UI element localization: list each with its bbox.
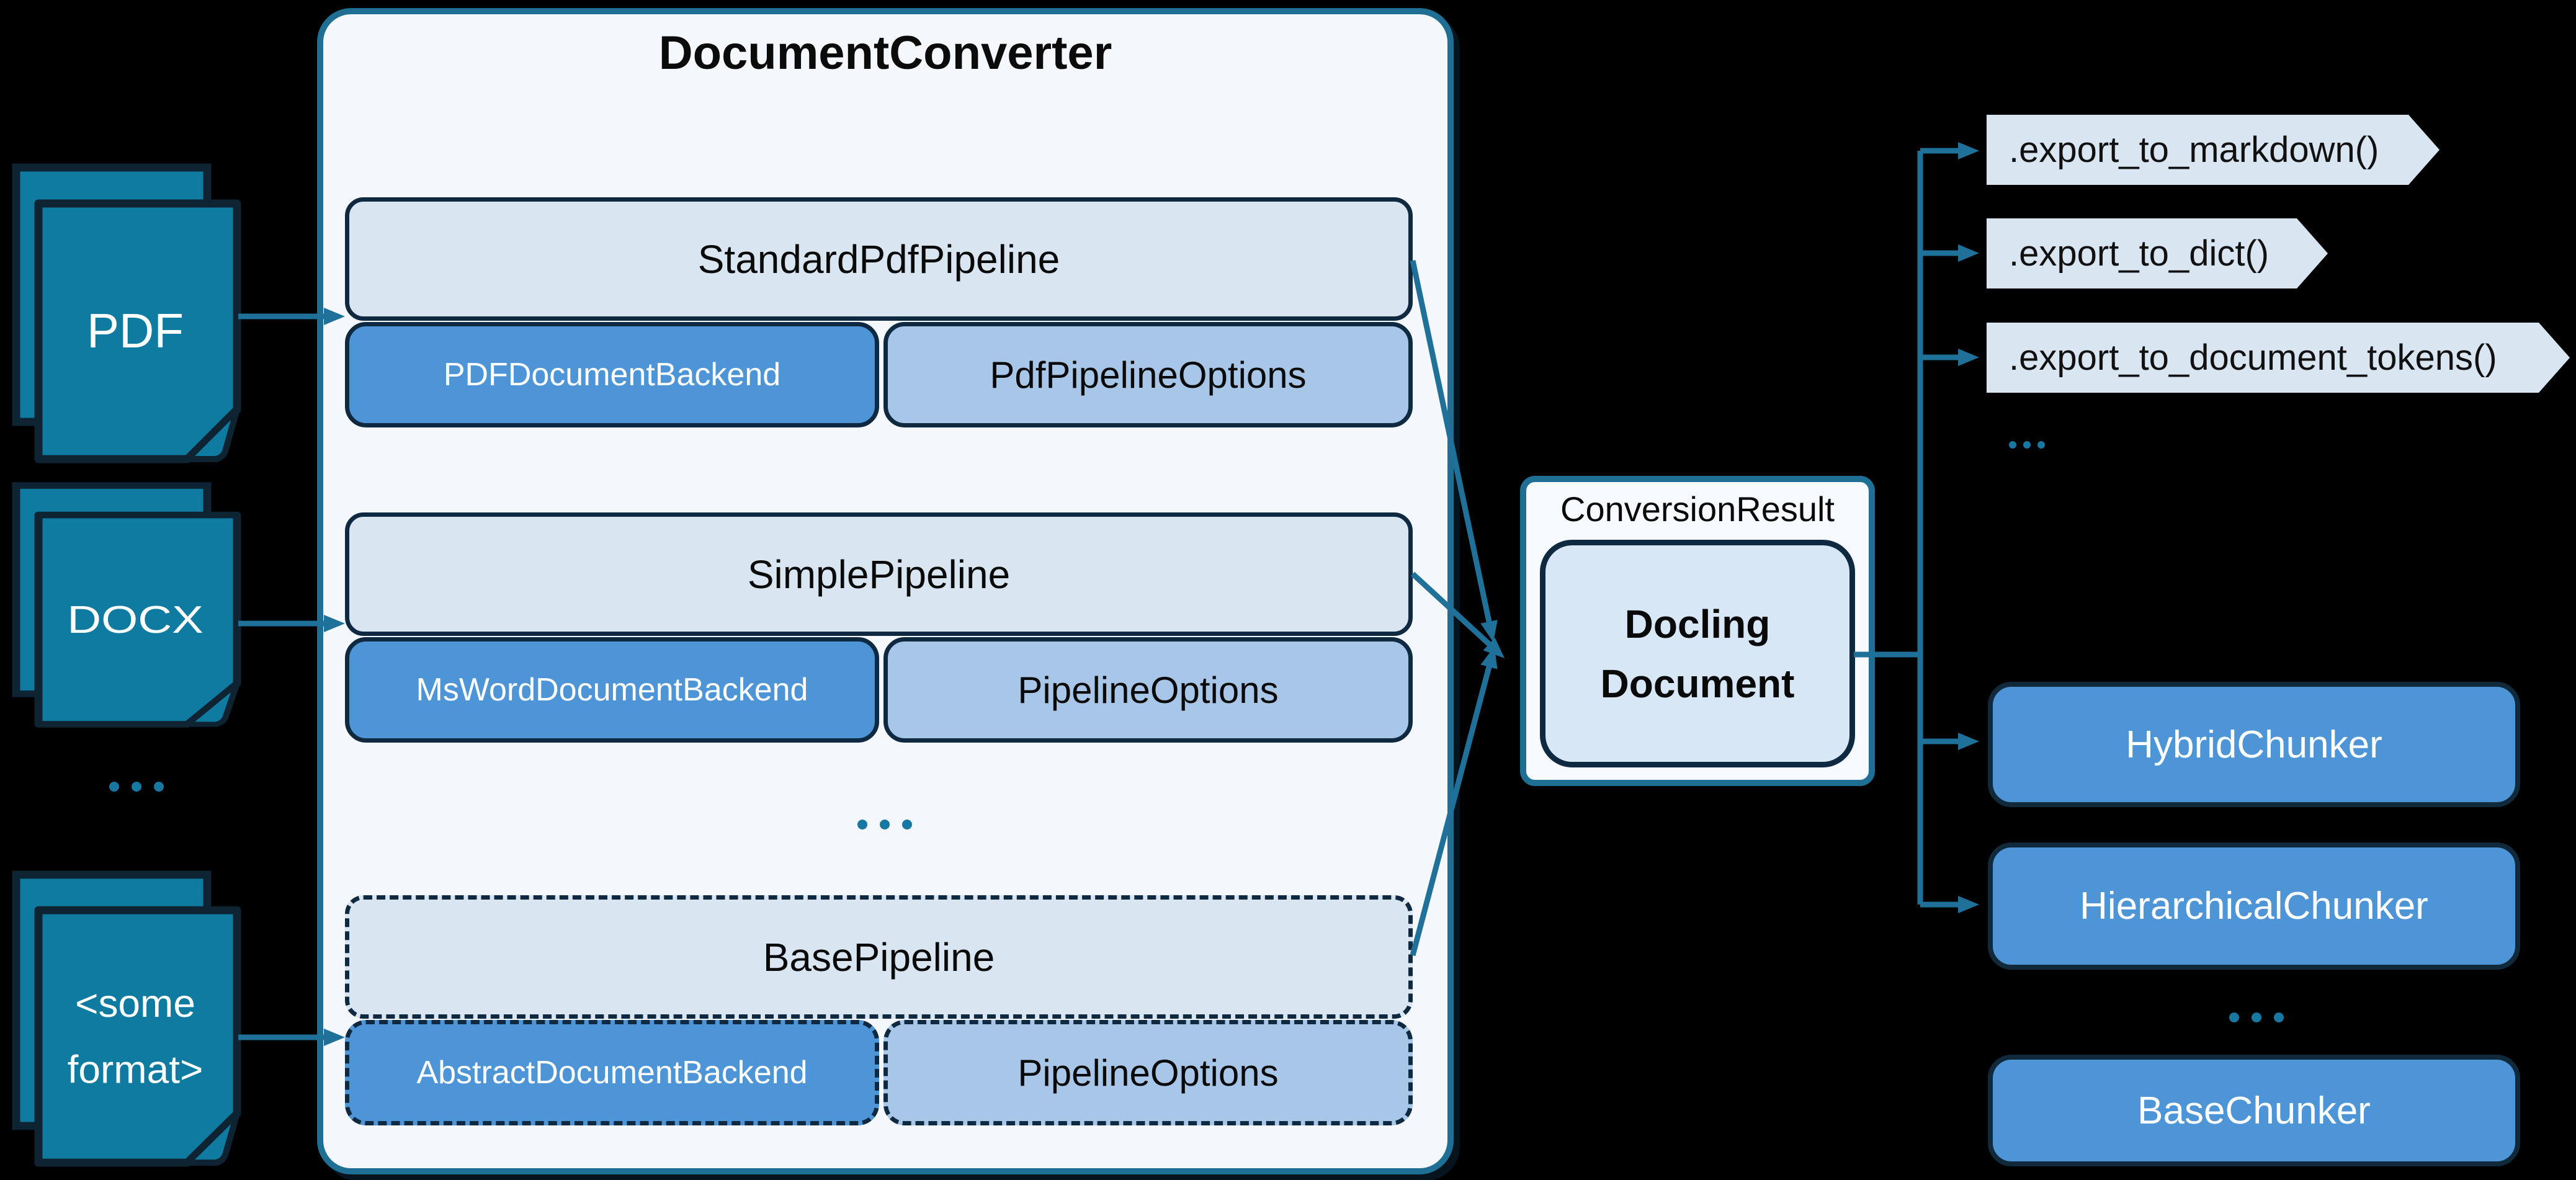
some-format-page-fold bbox=[184, 1111, 240, 1166]
pipeline-standard-pdf: StandardPdfPipeline bbox=[345, 197, 1413, 321]
export-to-markdown-chevron: .export_to_markdown() bbox=[1987, 115, 2440, 185]
chunkers-ellipsis bbox=[2229, 1012, 2284, 1022]
docx-label: DOCX bbox=[67, 598, 203, 641]
some-format-front-page bbox=[34, 906, 241, 1167]
converter-ellipsis bbox=[857, 820, 912, 829]
docling-document-box: Docling Document bbox=[1540, 540, 1855, 767]
pipeline-simple: SimplePipeline bbox=[345, 512, 1413, 636]
hybrid-chunker-box: HybridChunker bbox=[1988, 682, 2520, 807]
options-pdf-pipeline: PdfPipelineOptions bbox=[883, 322, 1413, 427]
exports-ellipsis bbox=[2009, 441, 2045, 449]
base-chunker-box: BaseChunker bbox=[1988, 1055, 2520, 1166]
pdf-page-fold bbox=[184, 406, 240, 462]
pdf-label: PDF bbox=[87, 303, 184, 358]
export-to-dict-chevron: .export_to_dict() bbox=[1987, 218, 2328, 288]
some-format-label-line2: format> bbox=[68, 1048, 203, 1092]
hierarchical-chunker-box: HierarchicalChunker bbox=[1988, 843, 2520, 970]
options-pipeline: PipelineOptions bbox=[883, 637, 1413, 743]
pipeline-base: BasePipeline bbox=[345, 895, 1413, 1019]
document-converter-title: DocumentConverter bbox=[658, 27, 1112, 79]
some-format-documents-icon: <some format> bbox=[12, 870, 241, 1167]
docx-page-fold bbox=[184, 681, 240, 727]
pdf-documents-icon: PDF bbox=[12, 163, 241, 463]
backend-pdf-document: PDFDocumentBackend bbox=[345, 322, 879, 427]
options-base-pipeline: PipelineOptions bbox=[883, 1020, 1413, 1125]
backend-msword-document: MsWordDocumentBackend bbox=[345, 637, 879, 743]
inputs-ellipsis bbox=[109, 782, 164, 792]
backend-abstract-document: AbstractDocumentBackend bbox=[345, 1020, 879, 1125]
export-to-document-tokens-chevron: .export_to_document_tokens() bbox=[1987, 323, 2570, 393]
docx-documents-icon: DOCX bbox=[12, 482, 241, 728]
some-format-label-line1: <some bbox=[75, 981, 195, 1026]
conversion-result-label: ConversionResult bbox=[1560, 489, 1835, 529]
